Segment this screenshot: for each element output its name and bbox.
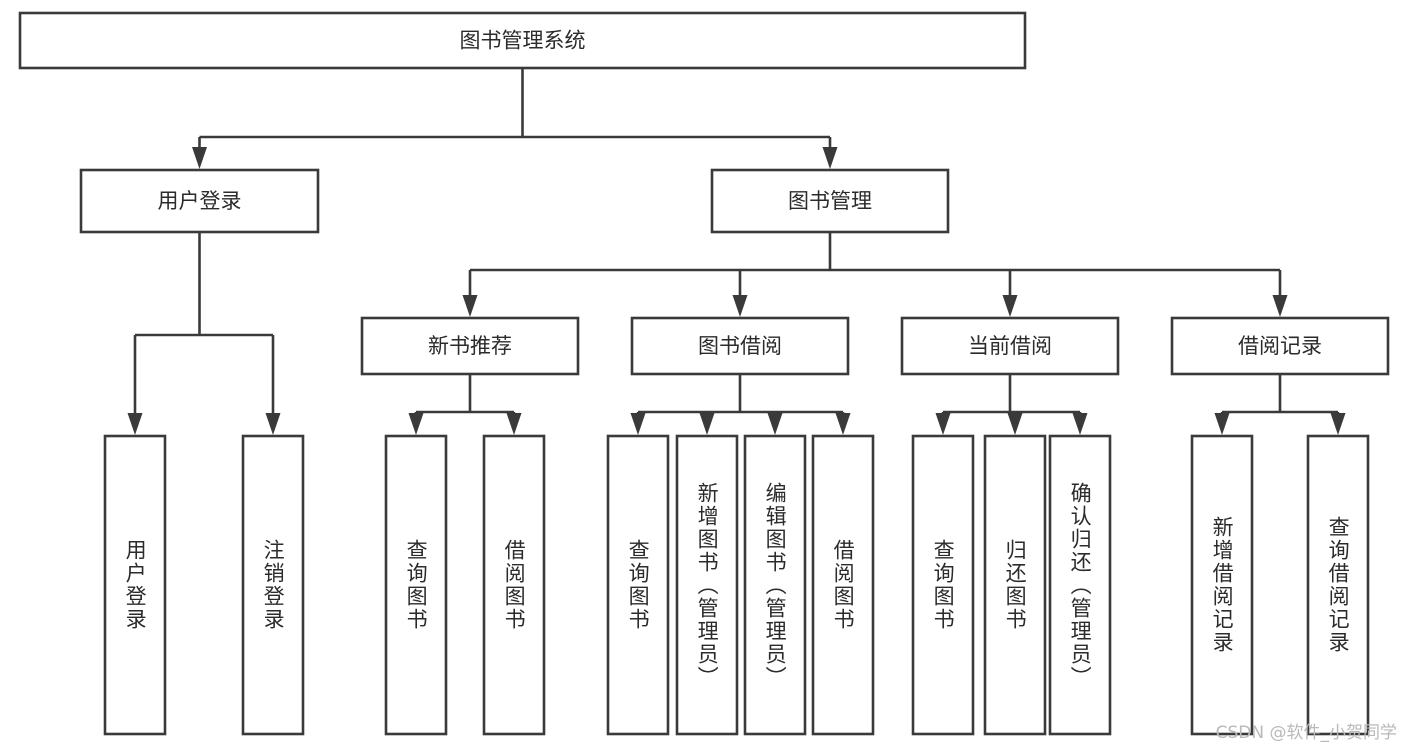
- node-book-manage[interactable]: 图书管理: [710, 168, 950, 234]
- arrow-bookmanage-to-borrow-record: [1272, 295, 1288, 317]
- arrow-bookmanage-to-book-borrow: [732, 295, 748, 317]
- arrow-root-to-book-manage: [822, 147, 838, 169]
- node-root-label: 图书管理系统: [460, 29, 586, 53]
- node-current-borrow-label: 当前借阅: [968, 334, 1052, 358]
- arrow-book-borrow-to-leaf-borrow-book-2: [835, 413, 851, 435]
- node-book-borrow-label: 图书借阅: [698, 334, 782, 358]
- leaf-node-leaf-query-book-1[interactable]: [384, 434, 448, 736]
- leaf-node-leaf-edit-book[interactable]: [743, 434, 807, 736]
- arrow-borrow-record-to-leaf-query-record: [1330, 413, 1346, 435]
- arrow-user-login-to-leaf-user-login: [127, 413, 143, 435]
- arrow-new-book-recommend-to-leaf-query-book-1: [408, 413, 424, 435]
- leaf-node-leaf-logout[interactable]: [241, 434, 305, 736]
- arrow-book-borrow-to-leaf-add-book: [699, 413, 715, 435]
- leaf-node-leaf-confirm-return[interactable]: [1048, 434, 1112, 736]
- arrow-borrow-record-to-leaf-add-record: [1214, 413, 1230, 435]
- leaf-node-leaf-user-login[interactable]: [103, 434, 167, 736]
- arrow-bookmanage-to-new-book-recommend: [462, 295, 478, 317]
- arrow-current-borrow-to-leaf-confirm-return: [1072, 413, 1088, 435]
- node-root[interactable]: 图书管理系统: [18, 11, 1027, 70]
- node-book-borrow[interactable]: 图书借阅: [630, 316, 850, 376]
- node-user-login[interactable]: 用户登录: [79, 168, 320, 234]
- leaf-node-leaf-add-record[interactable]: [1190, 434, 1254, 736]
- arrow-user-login-to-leaf-logout: [265, 413, 281, 435]
- node-current-borrow[interactable]: 当前借阅: [900, 316, 1120, 376]
- arrow-current-borrow-to-leaf-query-book-3: [935, 413, 951, 435]
- leaf-node-leaf-query-book-2[interactable]: [606, 434, 670, 736]
- node-new-book-recommend-label: 新书推荐: [428, 334, 512, 358]
- node-book-manage-label: 图书管理: [788, 189, 872, 213]
- arrow-book-borrow-to-leaf-edit-book: [767, 413, 783, 435]
- node-borrow-record-label: 借阅记录: [1238, 334, 1322, 358]
- connector-layer: [127, 68, 1346, 435]
- node-user-login-label: 用户登录: [158, 189, 242, 213]
- arrow-bookmanage-to-current-borrow: [1002, 295, 1018, 317]
- watermark-text: CSDN @软件_小贺同学: [1215, 723, 1397, 743]
- arrow-root-to-user-login: [192, 147, 207, 169]
- node-new-book-recommend[interactable]: 新书推荐: [360, 316, 580, 376]
- leaf-node-leaf-borrow-book-2[interactable]: [811, 434, 875, 736]
- leaf-node-leaf-query-record[interactable]: [1306, 434, 1370, 736]
- leaf-node-leaf-return-book[interactable]: [983, 434, 1047, 736]
- leaf-node-leaf-borrow-book-1[interactable]: [482, 434, 546, 736]
- arrow-current-borrow-to-leaf-return-book: [1007, 413, 1023, 435]
- arrow-new-book-recommend-to-leaf-borrow-book-1: [506, 413, 522, 435]
- arrow-book-borrow-to-leaf-query-book-2: [630, 413, 646, 435]
- leaf-node-leaf-query-book-3[interactable]: [911, 434, 975, 736]
- leaf-node-leaf-add-book[interactable]: [675, 434, 739, 736]
- node-borrow-record[interactable]: 借阅记录: [1170, 316, 1390, 376]
